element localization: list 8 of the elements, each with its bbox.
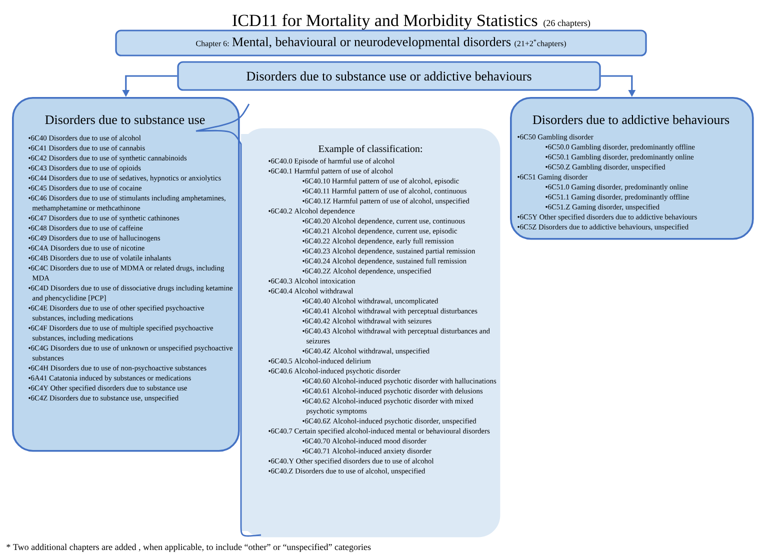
heading-box: Chapter 6: Mental, behavioural or neurodevelopmental disorders (21+2$^{*}$chapters) [115,30,647,56]
category-box [12,97,240,452]
footnote: * Two additional chapters are added , when applicable, to include “other” or “unspecified” categories [6,544,371,552]
category-box [510,97,754,240]
heading-box: Disorders due to substance use or addictive behaviours [177,61,601,91]
box-heading: Example of classification: [318,144,422,154]
box-heading: Disorders due to substance use [45,114,205,124]
box-heading: Disorders due to addictive behaviours [532,114,730,124]
